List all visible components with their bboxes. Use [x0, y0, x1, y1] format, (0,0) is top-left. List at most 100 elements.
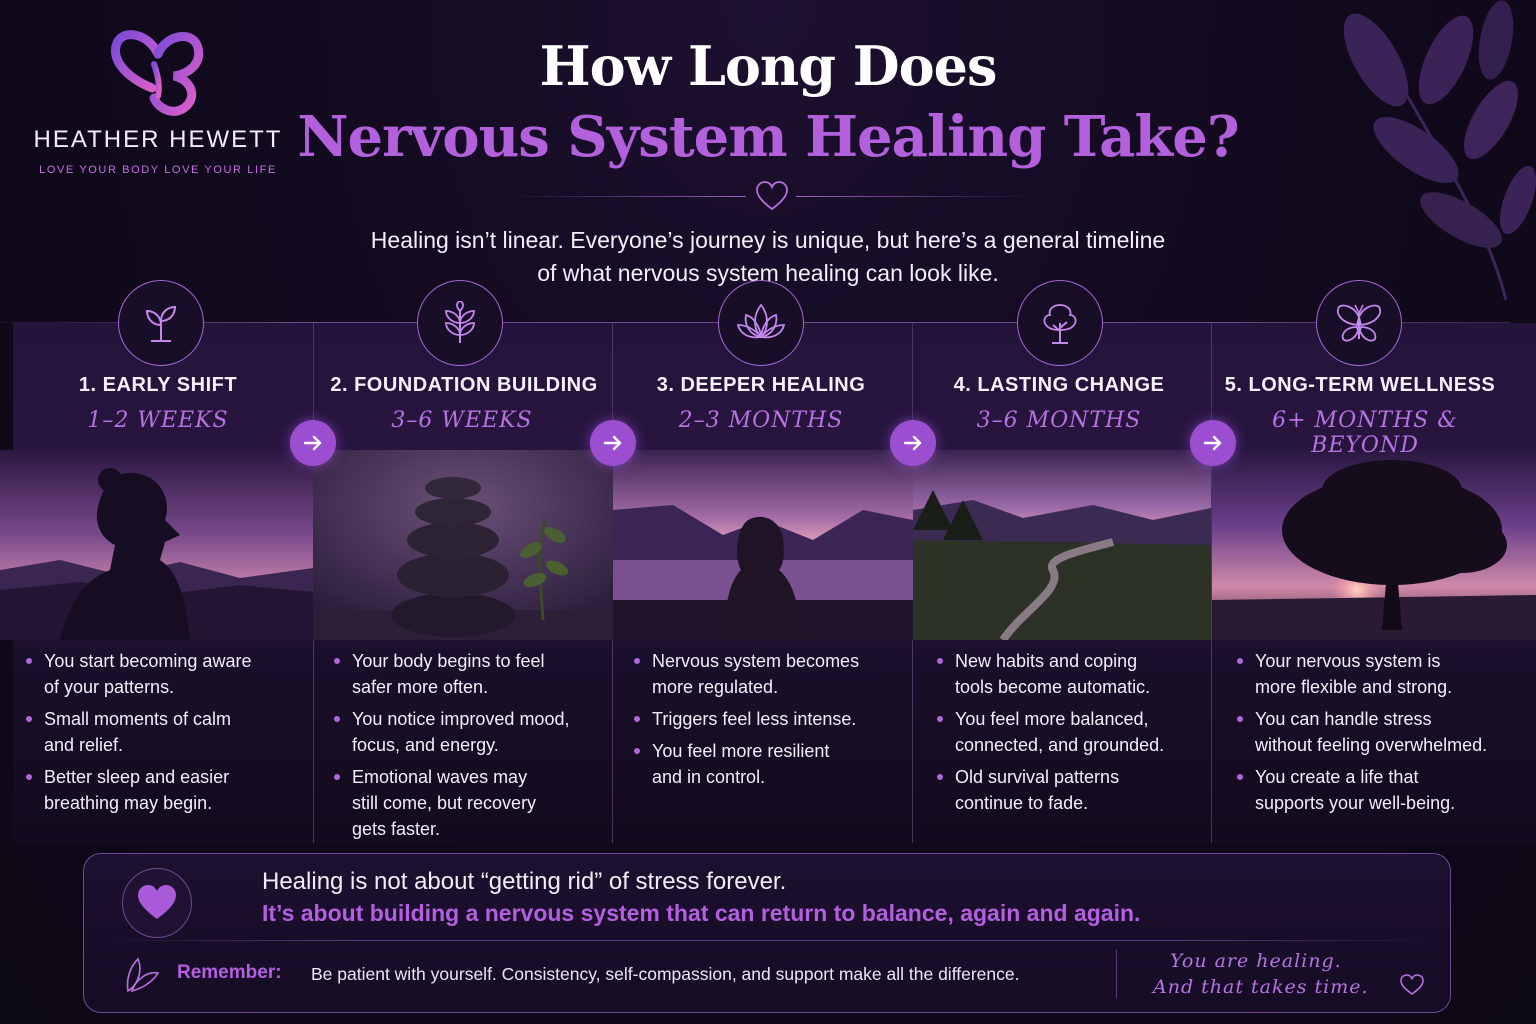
- bottom-divider: [100, 940, 1436, 941]
- arrow-right-icon: [290, 420, 336, 466]
- small-heart-icon: [1400, 974, 1424, 995]
- quote-line-2: It’s about building a nervous system tha…: [262, 900, 1141, 926]
- stage-5-icon-circle: [1316, 280, 1402, 366]
- bullet-line: safer more often.: [352, 677, 489, 697]
- title-divider-left: [510, 196, 746, 197]
- bullet-item: You create a life that supports your well…: [1233, 764, 1523, 816]
- bullet-line: You feel more balanced,: [955, 709, 1149, 729]
- stage-1-bullets: You start becoming aware of your patterns…: [22, 648, 292, 822]
- column-separator: [1211, 323, 1212, 843]
- bullet-line: supports your well-being.: [1255, 793, 1456, 813]
- arrow-right-icon: [590, 420, 636, 466]
- bullet-line: without feeling overwhelmed.: [1255, 735, 1488, 755]
- leaf-icon: [126, 957, 160, 993]
- bullet-line: Your nervous system is: [1255, 651, 1441, 671]
- intro-line-1: Healing isn’t linear. Everyone’s journey…: [370, 227, 1166, 253]
- scene-woman-breathing: [0, 450, 313, 640]
- remember-text: Be patient with yourself. Consistency, s…: [311, 964, 1020, 984]
- remember-label: Remember:: [177, 962, 282, 983]
- arrow-right-icon: [1190, 420, 1236, 466]
- stage-4-bullets: New habits and coping tools become automa…: [933, 648, 1203, 822]
- bullet-item: Nervous system becomes more regulated.: [630, 648, 900, 700]
- stage-4-icon-circle: [1017, 280, 1103, 366]
- bullet-line: You create a life that: [1255, 767, 1419, 787]
- bullet-line: and relief.: [44, 735, 124, 755]
- lotus-icon: [736, 303, 786, 339]
- title-divider-right: [796, 196, 1032, 197]
- bullet-item: Your nervous system is more flexible and …: [1233, 648, 1523, 700]
- title-line-1: How Long Does: [539, 34, 998, 98]
- sprout-icon: [145, 305, 177, 342]
- stage-5-time: 6+ MONTHS & BEYOND: [1272, 408, 1458, 458]
- bottom-message-box: [83, 853, 1451, 1013]
- tree-icon: [1043, 304, 1077, 344]
- stage-3-icon-circle: [718, 280, 804, 366]
- stage-3-title: 3. DEEPER HEALING: [656, 374, 866, 396]
- stage-2-title: 2. FOUNDATION BUILDING: [330, 374, 598, 396]
- heart-icon: [138, 885, 176, 919]
- bullet-item: You can handle stress without feeling ove…: [1233, 706, 1523, 758]
- bullet-line: Emotional waves may: [352, 767, 528, 787]
- bullet-line: You can handle stress: [1255, 709, 1432, 729]
- heart-outline-icon: [756, 181, 788, 211]
- stage-2-icon-circle: [417, 280, 503, 366]
- script-line-1: You are healing.: [1170, 950, 1342, 972]
- stage-1-icon-circle: [118, 280, 204, 366]
- bullet-item: Triggers feel less intense.: [630, 706, 900, 732]
- bullet-item: Emotional waves may still come, but recov…: [330, 764, 600, 842]
- vertical-divider: [1116, 950, 1117, 998]
- butterfly-logo-icon: [111, 30, 204, 116]
- bullet-item: You feel more balanced, connected, and gr…: [933, 706, 1203, 758]
- bullet-line: gets faster.: [352, 819, 441, 839]
- bullet-item: Old survival patterns continue to fade.: [933, 764, 1203, 816]
- scene-tree-sunset: [1212, 450, 1536, 640]
- bullet-item: Small moments of calm and relief.: [22, 706, 292, 758]
- heart-badge: [122, 868, 192, 938]
- bullet-line: still come, but recovery: [352, 793, 537, 813]
- title-line-2: Nervous System Healing Take?: [297, 104, 1239, 170]
- stage-3-bullets: Nervous system becomes more regulated. Tri…: [630, 648, 900, 796]
- bullet-line: Better sleep and easier: [44, 767, 230, 787]
- bullet-line: tools become automatic.: [955, 677, 1151, 697]
- bullet-line: more regulated.: [652, 677, 779, 697]
- stage-5-bullets: Your nervous system is more flexible and …: [1233, 648, 1523, 822]
- bullet-line: Nervous system becomes: [652, 651, 860, 671]
- scene-stacked-stones: [313, 450, 613, 640]
- stage-3-time: 2–3 MONTHS: [678, 408, 844, 433]
- bullet-item: New habits and coping tools become automa…: [933, 648, 1203, 700]
- stage-4-title: 4. LASTING CHANGE: [953, 374, 1165, 396]
- plant-icon: [445, 301, 475, 343]
- bullet-line: continue to fade.: [955, 793, 1089, 813]
- bullet-line: Old survival patterns: [955, 767, 1120, 787]
- stage-4-time: 3–6 MONTHS: [976, 408, 1142, 433]
- bullet-line: You start becoming aware: [44, 651, 252, 671]
- bullet-item: You start becoming aware of your patterns…: [22, 648, 292, 700]
- scene-woman-at-lake: [613, 450, 913, 640]
- stage-1-time: 1–2 WEEKS: [87, 408, 229, 433]
- bullet-line: connected, and grounded.: [955, 735, 1165, 755]
- stage-5-title: 5. LONG-TERM WELLNESS: [1224, 374, 1496, 396]
- bullet-item: You feel more resilient and in control.: [630, 738, 900, 790]
- bullet-line: You feel more resilient: [652, 741, 830, 761]
- bullet-item: You notice improved mood,focus, and ener…: [330, 706, 600, 758]
- bullet-line: and in control.: [652, 767, 766, 787]
- bullet-line: Triggers feel less intense.: [652, 709, 857, 729]
- bullet-line: more flexible and strong.: [1255, 677, 1453, 697]
- script-line-2: And that takes time.: [1153, 976, 1369, 998]
- butterfly-icon: [1336, 304, 1382, 342]
- arrow-right-icon: [890, 420, 936, 466]
- quote-line-1: Healing is not about “getting rid” of st…: [262, 868, 787, 895]
- stage-1-title: 1. EARLY SHIFT: [78, 374, 238, 396]
- leaves-decoration: [1343, 0, 1536, 300]
- brand-name: HEATHER HEWETT: [33, 126, 283, 153]
- bullet-line: of your patterns.: [44, 677, 175, 697]
- bullet-line: New habits and coping: [955, 651, 1138, 671]
- bullet-line: focus, and energy.: [352, 735, 499, 755]
- scene-winding-path: [913, 450, 1213, 640]
- bullet-line: Small moments of calm: [44, 709, 232, 729]
- stage-2-time: 3–6 WEEKS: [391, 408, 533, 433]
